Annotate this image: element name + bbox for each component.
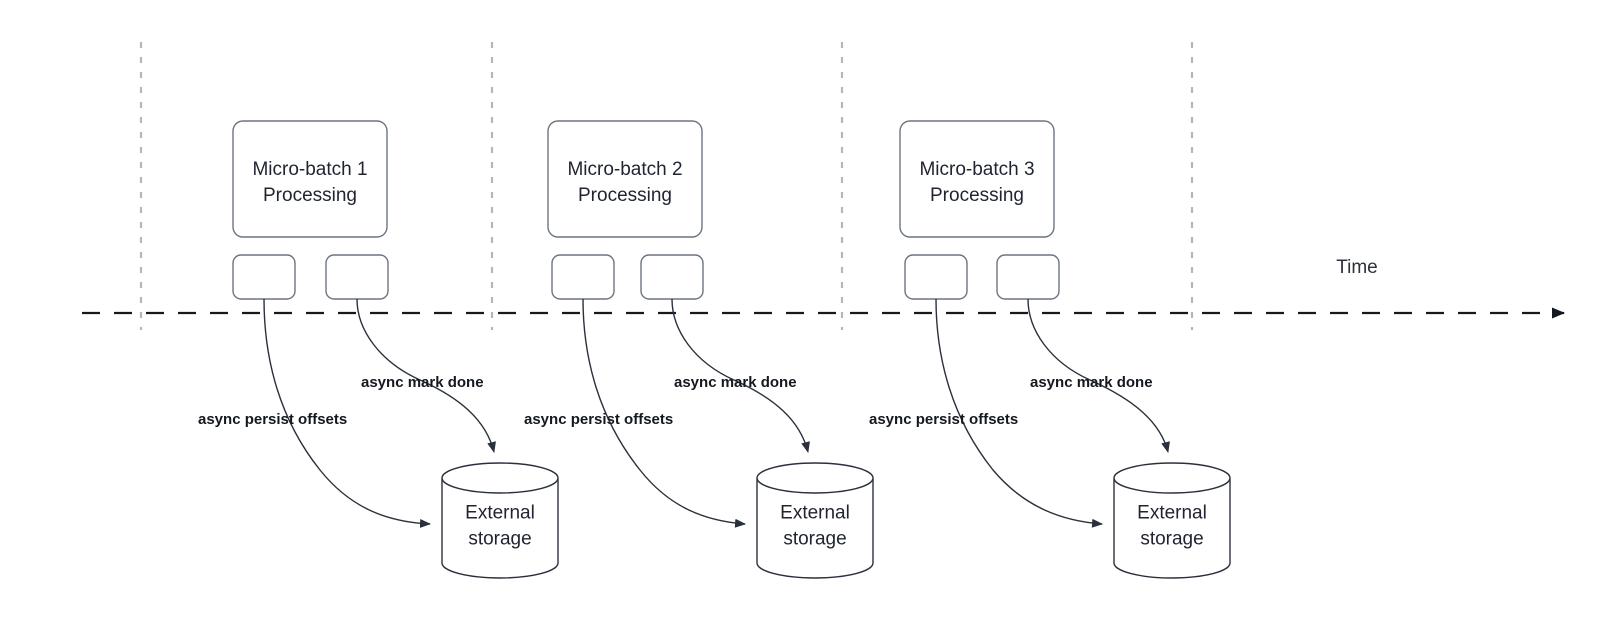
micro-batch-box[interactable] [547,120,703,238]
period-boundaries [139,42,1194,330]
micro-batch-label-line1: Micro-batch 3 [919,159,1034,180]
storage-label-line2: storage [468,529,531,550]
micro-batch-label-line1: Micro-batch 1 [252,159,367,180]
edge-persist-offsets-label: async persist offsets [524,411,673,428]
task-box-mark[interactable] [640,254,704,300]
edge-persist-offsets-label: async persist offsets [869,411,1018,428]
micro-batch-box[interactable] [232,120,388,238]
edge-persist-offsets-label: async persist offsets [198,411,347,428]
micro-batch-label-line2: Processing [578,185,672,206]
edge-persist-offsets [935,298,1103,528]
edge-persist-offsets [582,298,746,528]
micro-batch-label-line1: Micro-batch 2 [567,159,682,180]
task-box-persist[interactable] [904,254,968,300]
storage-label-line2: storage [783,529,846,550]
task-box-persist[interactable] [232,254,296,300]
storage-cylinder-body[interactable] [441,478,559,579]
storage-cylinder-top [1113,462,1231,494]
storage-cylinder-body[interactable] [1113,478,1231,579]
task-box-mark[interactable] [996,254,1060,300]
storage-label-line1: External [465,503,535,524]
edge-mark-done [671,298,810,453]
edge-mark-done-label: async mark done [674,374,797,391]
task-box-mark[interactable] [325,254,389,300]
micro-batch-box[interactable] [899,120,1055,238]
edge-mark-done-label: async mark done [361,374,484,391]
storage-label-line2: storage [1140,529,1203,550]
storage-label-line1: External [780,503,850,524]
time-axis-label: Time [1336,257,1378,278]
edge-mark-done [1027,298,1170,453]
time-axis: Time [82,257,1565,319]
edge-mark-done [356,298,496,453]
micro-batch-label-line2: Processing [263,185,357,206]
micro-batch-label-line2: Processing [930,185,1024,206]
storage-cylinder-top [756,462,874,494]
storage-cylinder-top [441,462,559,494]
edge-persist-offsets [263,298,431,528]
storage-label-line1: External [1137,503,1207,524]
storage-cylinder-body[interactable] [756,478,874,579]
edge-mark-done-label: async mark done [1030,374,1153,391]
task-box-persist[interactable] [551,254,615,300]
